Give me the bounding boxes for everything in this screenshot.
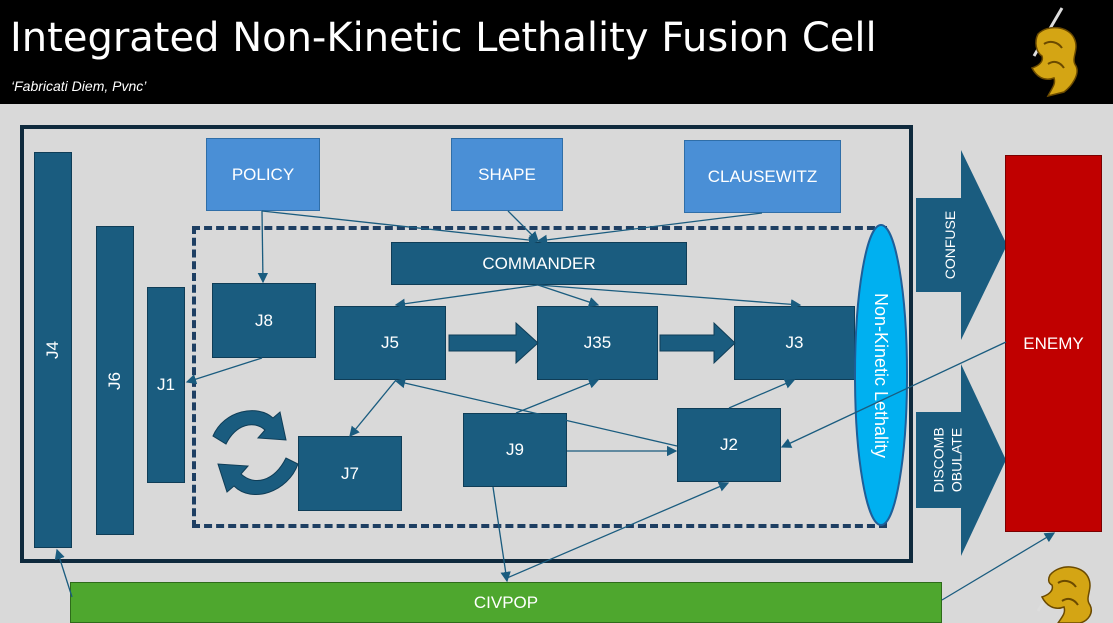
policy-box[interactable]: POLICY — [206, 138, 320, 211]
j6-box[interactable]: J6 — [96, 226, 134, 535]
j1-box[interactable]: J1 — [147, 287, 185, 483]
confuse-effect-arrow — [916, 150, 1007, 340]
cycle-arrow-top — [212, 410, 287, 445]
flow-arrow-j35-j3 — [659, 321, 736, 365]
header-bar: Integrated Non-Kinetic Lethality Fusion … — [0, 0, 1113, 104]
lion-sword-crest-icon — [1036, 566, 1092, 623]
j4-box[interactable]: J4 — [34, 152, 72, 548]
page-title: Integrated Non-Kinetic Lethality Fusion … — [10, 15, 877, 61]
j35-box[interactable]: J35 — [537, 306, 658, 380]
clausewitz-box[interactable]: CLAUSEWITZ — [684, 140, 841, 213]
lion-sword-crest-icon — [1030, 7, 1078, 98]
cycle-arrow-bottom — [217, 457, 299, 495]
enemy-box[interactable]: ENEMY — [1005, 155, 1102, 532]
shape-box[interactable]: SHAPE — [451, 138, 563, 211]
j8-box[interactable]: J8 — [212, 283, 316, 358]
j5-box[interactable]: J5 — [334, 306, 446, 380]
civpop-box[interactable]: CIVPOP — [70, 582, 942, 623]
flow-arrow-j5-j35 — [448, 321, 539, 365]
discombobulate-effect-arrow — [916, 364, 1006, 556]
page-subtitle: ‘Fabricati Diem, Pvnc’ — [11, 78, 147, 94]
j7-box[interactable]: J7 — [298, 436, 402, 511]
j2-box[interactable]: J2 — [677, 408, 781, 482]
fusion-cell-boundary — [20, 125, 913, 563]
j9-box[interactable]: J9 — [463, 413, 567, 487]
